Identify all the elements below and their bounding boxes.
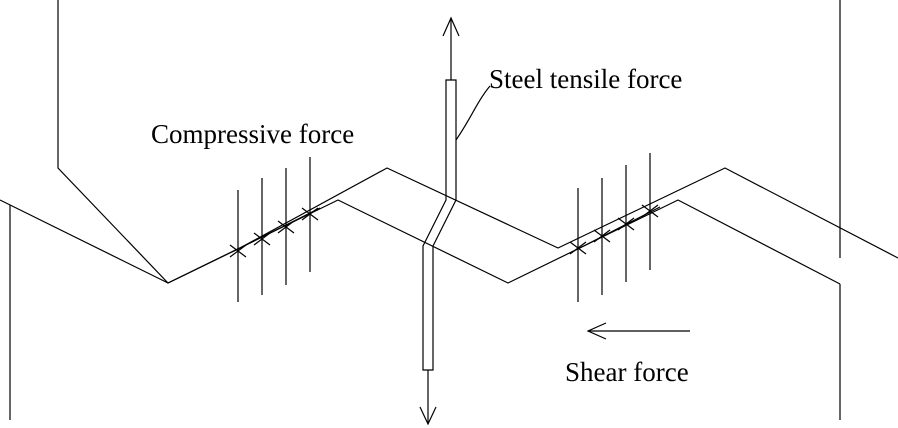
- steel-tensile-force-label: Steel tensile force: [489, 64, 682, 94]
- upper-block-outline: [57, 0, 898, 284]
- shear-arrow: [586, 322, 690, 340]
- up-arrow: [442, 16, 460, 80]
- lower-block-outline: [0, 199, 841, 285]
- steel-label-leader: [455, 85, 491, 141]
- left-interface-line: [231, 207, 321, 253]
- steel-bar: [422, 79, 457, 371]
- down-arrow: [419, 370, 437, 426]
- left-compression-markers: [229, 157, 319, 302]
- right-compression-markers: [569, 153, 659, 302]
- compressive-force-label: Compressive force: [151, 119, 354, 149]
- shear-force-label: Shear force: [565, 357, 689, 387]
